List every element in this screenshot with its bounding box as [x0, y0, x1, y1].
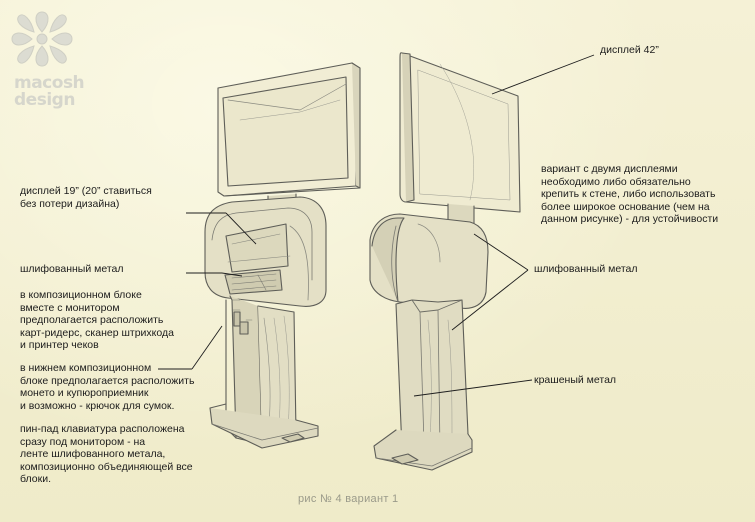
note-lower-block-line2: блоке предполагается расположить	[20, 374, 195, 387]
note-lower-block-line4: и возможно - крючок для сумок.	[20, 399, 175, 412]
logo-text-line2: design	[14, 90, 75, 110]
leader-display42	[491, 54, 595, 95]
label-painted-metal: крашеный метал	[534, 374, 617, 386]
macosh-design-logo: macosh design	[4, 4, 85, 109]
note-pin-pad: пин-пад клавиатура расположена сразу под…	[20, 423, 193, 486]
left-kiosk-drawing	[204, 62, 361, 449]
figure-caption: рис № 4 вариант 1	[298, 493, 399, 505]
logo-text: macosh design	[14, 73, 85, 110]
note-pin-pad-line4: композиционно объединяющей все	[20, 460, 193, 473]
leader-painted	[413, 379, 533, 397]
note-two-displays: вариант с двумя дисплеями необходимо либ…	[541, 163, 718, 226]
right-kiosk-drawing	[369, 52, 521, 471]
note-lower-block-line3: монето и купюроприемник	[20, 387, 149, 400]
logo-flower-icon	[11, 11, 73, 67]
note-upper-block-line1: в композиционном блоке	[20, 289, 142, 301]
note-two-displays-line3: крепить к стене, либо использовать	[541, 188, 716, 201]
leader-block2	[191, 325, 223, 370]
leader-lines	[158, 54, 595, 397]
note-lower-block-line1: в нижнем композиционном	[20, 362, 152, 374]
leader-polished-right-1	[473, 233, 529, 271]
label-display-19: дисплей 19” (20” ставиться без потери ди…	[20, 185, 152, 210]
note-upper-block-line5: и принтер чеков	[20, 339, 99, 352]
note-upper-block-line3: предполагается расположить	[20, 314, 164, 327]
note-lower-block: в нижнем композиционном блоке предполага…	[20, 362, 194, 412]
note-pin-pad-line5: блоки.	[20, 473, 52, 486]
label-polished-metal-left: шлифованный метал	[20, 263, 124, 275]
note-pin-pad-line1: пин-пад клавиатура расположена	[20, 423, 185, 435]
note-pin-pad-line3: ленте шлифованного метала,	[20, 448, 166, 461]
note-two-displays-line4: более широкое основание (чем на	[541, 200, 710, 213]
note-two-displays-line2: необходимо либо обязательно	[541, 175, 691, 188]
label-display-19-line1: дисплей 19” (20” ставиться	[20, 185, 152, 197]
note-two-displays-line5: данном рисунке) - для устойчивости	[541, 213, 719, 226]
label-display-19-line2: без потери дизайна)	[20, 197, 120, 210]
label-polished-metal-right: шлифованный метал	[534, 263, 638, 275]
leader-display19	[225, 212, 257, 245]
leader-polished-right-2	[451, 269, 529, 331]
note-upper-block-line2: вместе с монитором	[20, 301, 120, 314]
note-two-displays-line1: вариант с двумя дисплеями	[541, 163, 678, 175]
logo-text-line1: macosh	[14, 73, 85, 93]
leader-polished-left	[221, 272, 243, 277]
label-display-42: дисплей 42”	[600, 44, 659, 56]
note-upper-block: в композиционном блоке вместе с мониторо…	[20, 289, 174, 352]
note-pin-pad-line2: сразу под монитором - на	[20, 435, 146, 448]
note-upper-block-line4: карт-ридерс, сканер штрихкода	[20, 326, 174, 339]
